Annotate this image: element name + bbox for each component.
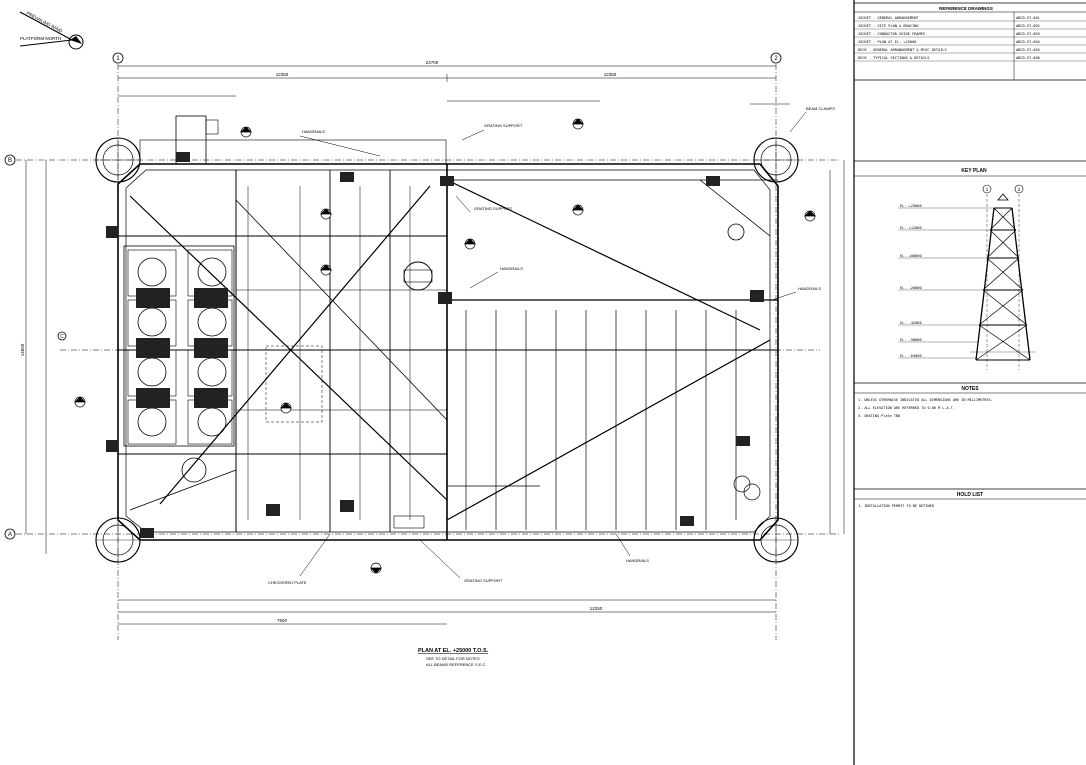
plan-title-block: PLAN AT EL. +25000 T.O.S. SEE TO DETAIL … bbox=[418, 648, 489, 667]
reference-drawings: REFERENCE DRAWINGS JACKET - GENERAL ARRA… bbox=[854, 6, 1086, 62]
note-2: 2. ALL ELEVATION ARE REFERRED TO 0.00 M … bbox=[858, 406, 955, 410]
plan-note-2: ALL BEAMS REFERENCE S.E.C. bbox=[426, 662, 487, 667]
dim-top-right: 12350 bbox=[604, 72, 617, 77]
keyplan-level-1: EL. +25000 bbox=[900, 204, 922, 208]
dimension-lines bbox=[25, 65, 845, 625]
callout-handrails-mid: HANDRAILS bbox=[500, 266, 523, 271]
title-panel bbox=[853, 0, 1086, 765]
callout-handrails-right: HANDRAILS bbox=[798, 286, 821, 291]
grid-label-2: 2 bbox=[774, 56, 778, 62]
conductor-slots bbox=[123, 245, 235, 447]
note-1: 1. UNLESS OTHERWISE INDICATED ALL DIMENS… bbox=[858, 398, 993, 402]
ref-row-1-title: JACKET - GENERAL ARRANGEMENT bbox=[858, 16, 919, 20]
reference-heading: REFERENCE DRAWINGS bbox=[939, 6, 993, 11]
dim-top-total: 24700 bbox=[426, 60, 439, 65]
callout-grating-support-top: GRATING SUPPORT bbox=[484, 123, 523, 128]
dim-bottom-left: 7500 bbox=[277, 618, 288, 623]
north-arrow: PREVAILING WIND PLATFORM NORTH bbox=[19, 10, 84, 50]
ref-row-6-title: DECK - TYPICAL SECTIONS & DETAILS bbox=[858, 56, 929, 60]
dim-left-total: 14650 bbox=[20, 343, 25, 356]
callout-beam-clamps: BEAM CLAMPS bbox=[806, 106, 835, 111]
section-markers bbox=[74, 118, 816, 574]
plan-note-1: SEE TO DETAIL FOR NOTES bbox=[426, 656, 480, 661]
plan-title: PLAN AT EL. +25000 T.O.S. bbox=[418, 648, 489, 654]
keyplan-level-4: EL. -20000 bbox=[900, 286, 922, 290]
ref-row-4-title: JACKET - PLAN AT EL. +25000 bbox=[858, 40, 916, 44]
ref-row-6-number: ABCD-ST-006 bbox=[1016, 56, 1040, 60]
ref-row-2-number: ABCD-ST-002 bbox=[1016, 24, 1040, 28]
weld-marks bbox=[106, 152, 764, 538]
note-3: 3. GRATING Plate TBD bbox=[858, 414, 900, 418]
callout-handrails-top: HANDRAILS bbox=[302, 129, 325, 134]
keyplan-level-5: EL. -42000 bbox=[900, 321, 922, 325]
callout-texts: HANDRAILS GRATING SUPPORT BEAM CLAMPS HA… bbox=[268, 106, 835, 585]
callout-handrails-bottom: HANDRAILS bbox=[626, 558, 649, 563]
ref-row-5-number: ABCD-ST-005 bbox=[1016, 48, 1040, 52]
ref-row-1-number: ABCD-ST-001 bbox=[1016, 16, 1040, 20]
hold-list: HOLD LIST 1. INSTALLATION PERMIT TO BE D… bbox=[858, 492, 983, 508]
dim-bottom-right: 12250 bbox=[590, 606, 603, 611]
wind-label: PREVAILING WIND bbox=[26, 10, 64, 34]
grid-bubbles: 1 2 B A C bbox=[4, 52, 782, 540]
callouts bbox=[299, 111, 807, 579]
ref-row-3-number: ABCD-ST-003 bbox=[1016, 32, 1040, 36]
keyplan-col-1: 1 bbox=[986, 187, 989, 192]
jacket-legs bbox=[95, 137, 799, 563]
ref-row-2-title: JACKET - SITE PLAN & BRACING bbox=[858, 24, 919, 28]
notes-block: NOTES 1. UNLESS OTHERWISE INDICATED ALL … bbox=[858, 386, 993, 418]
grid-label-c: C bbox=[60, 334, 64, 340]
dimension-texts: 24700 12350 12350 14650 7500 12250 bbox=[20, 60, 617, 623]
key-plan: KEY PLAN 1 2 bbox=[898, 168, 1036, 370]
keyplan-level-2: EL. +12000 bbox=[900, 226, 922, 230]
dim-top-left: 12350 bbox=[276, 72, 289, 77]
deck-framing bbox=[117, 115, 779, 541]
keyplan-level-6: EL. -58000 bbox=[900, 338, 922, 342]
platform-north-label: PLATFORM NORTH bbox=[20, 36, 61, 41]
ref-row-3-title: JACKET - CONDUCTOR GUIDE FRAMES bbox=[858, 32, 925, 36]
keyplan-level-3: EL. +00000 bbox=[900, 254, 922, 258]
grid-label-a: A bbox=[8, 532, 12, 538]
ref-row-4-number: ABCD-ST-004 bbox=[1016, 40, 1040, 44]
keyplan-level-7: EL. -64000 bbox=[900, 354, 922, 358]
keyplan-col-2: 2 bbox=[1018, 187, 1021, 192]
ref-row-5-title: DECK - GENERAL ARRANGEMENT & MISC DETAIL… bbox=[858, 48, 947, 52]
notes-heading: NOTES bbox=[961, 386, 979, 392]
grid-label-1: 1 bbox=[116, 56, 120, 62]
grid-label-b: B bbox=[8, 158, 12, 164]
keyplan-heading: KEY PLAN bbox=[961, 168, 987, 174]
hold-item-1: 1. INSTALLATION PERMIT TO BE DEFINED bbox=[858, 504, 934, 508]
callout-grating-support-mid: GRATING SUPPORT bbox=[474, 206, 513, 211]
equipment bbox=[181, 223, 761, 529]
callout-checkered-plate: CHECKERED PLATE bbox=[268, 580, 307, 585]
hold-heading: HOLD LIST bbox=[957, 492, 983, 498]
callout-grating-support-bottom: GRATING SUPPORT bbox=[464, 578, 503, 583]
